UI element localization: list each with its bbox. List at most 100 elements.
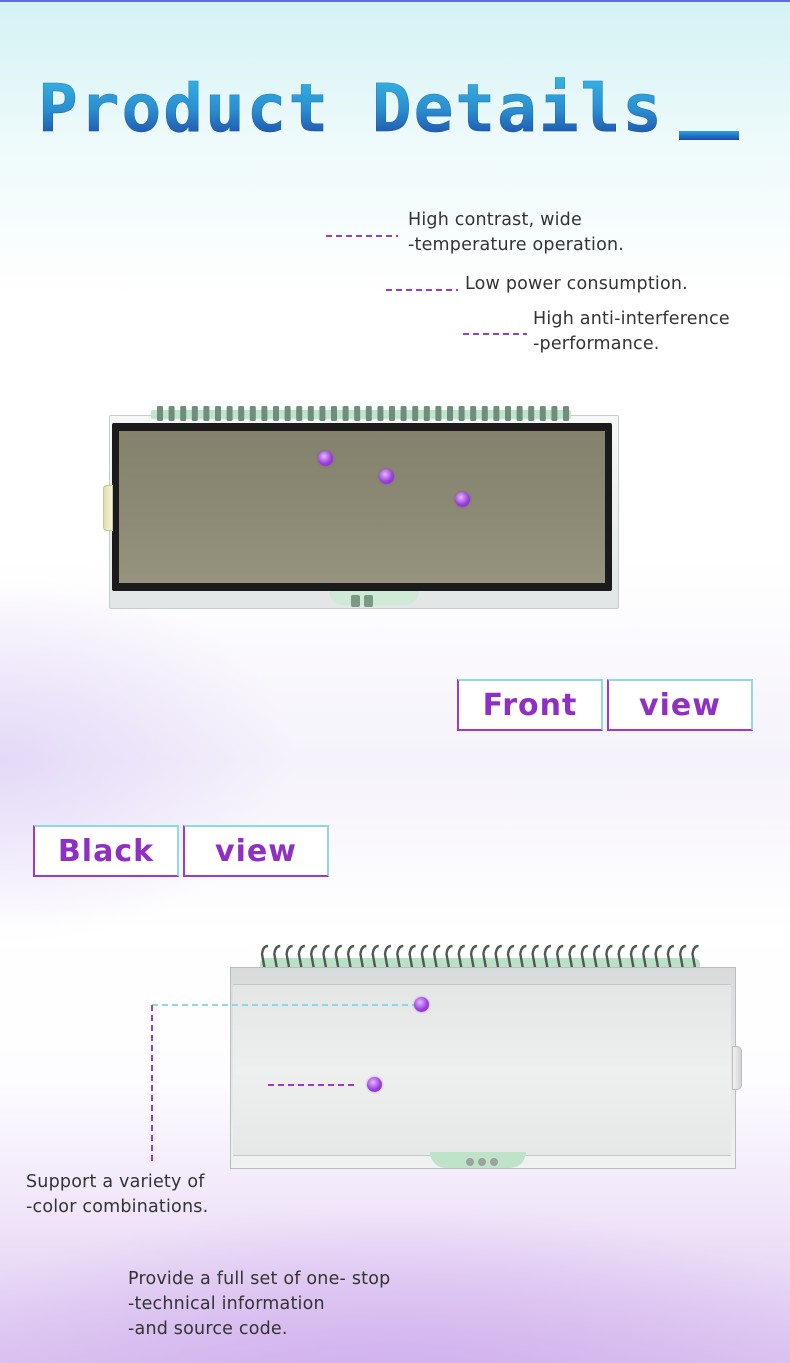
back-pin bbox=[617, 944, 625, 977]
black-view-label-word1: Black bbox=[57, 833, 155, 869]
front-pin bbox=[365, 406, 372, 421]
front-pin bbox=[505, 406, 511, 421]
front-pin bbox=[481, 406, 488, 421]
front-pin bbox=[226, 406, 233, 421]
lcd-front-pins bbox=[151, 406, 571, 421]
front-pin bbox=[551, 406, 558, 421]
back-pin bbox=[555, 944, 564, 977]
front-pin bbox=[307, 406, 314, 421]
back-pin bbox=[383, 944, 392, 977]
front-pin bbox=[423, 406, 430, 421]
back-pin bbox=[666, 944, 675, 977]
back-pin bbox=[260, 944, 269, 977]
back-pin bbox=[322, 944, 330, 977]
callout-front-power: Low power consumption. bbox=[465, 272, 688, 297]
callout-front-interference-line2: -performance. bbox=[533, 334, 660, 354]
black-view-label-box-1: Black bbox=[33, 825, 179, 877]
back-pin bbox=[494, 944, 502, 977]
front-pin bbox=[528, 406, 535, 421]
front-pin bbox=[400, 406, 407, 421]
back-pin bbox=[568, 944, 576, 977]
front-pin bbox=[157, 406, 163, 421]
front-pin bbox=[261, 406, 268, 421]
back-pin bbox=[346, 944, 355, 977]
callout-back-color-line1: Support a variety of bbox=[26, 1172, 205, 1192]
back-pin bbox=[580, 944, 588, 977]
lcd-back-bottom-tab bbox=[430, 1152, 526, 1168]
front-pin bbox=[238, 406, 245, 421]
front-pin bbox=[249, 406, 256, 421]
back-pin bbox=[678, 944, 687, 977]
callout-back-color: Support a variety of -color combinations… bbox=[26, 1170, 208, 1220]
front-pin bbox=[191, 406, 198, 421]
front-view-label-box-2: view bbox=[607, 679, 753, 731]
back-pin bbox=[543, 944, 552, 977]
black-view-label: Black view bbox=[33, 825, 329, 877]
callout-back-info-line3: -and source code. bbox=[128, 1319, 288, 1339]
front-pin bbox=[331, 406, 337, 421]
front-pin bbox=[377, 406, 384, 421]
callout-back-info: Provide a full set of one- stop -technic… bbox=[128, 1267, 390, 1342]
front-pin bbox=[447, 406, 453, 421]
front-pin bbox=[168, 406, 175, 421]
lcd-front-screen bbox=[119, 431, 605, 583]
front-pin bbox=[284, 406, 291, 421]
back-pin bbox=[506, 944, 515, 977]
top-border-line bbox=[0, 0, 790, 2]
front-pin bbox=[180, 406, 187, 421]
back-pin bbox=[396, 944, 404, 977]
back-pin bbox=[285, 944, 293, 977]
back-pin bbox=[334, 944, 342, 977]
black-view-label-word2: view bbox=[215, 833, 297, 869]
front-pin bbox=[203, 406, 210, 421]
lcd-back-bottom-pins bbox=[466, 1158, 498, 1166]
front-view-label-box-1: Front bbox=[457, 679, 603, 731]
front-pin bbox=[435, 406, 442, 421]
front-pin bbox=[412, 406, 419, 421]
marker-dot-front-3 bbox=[455, 492, 470, 507]
front-pin bbox=[273, 406, 279, 421]
front-view-label: Front view bbox=[457, 679, 753, 731]
back-pin bbox=[605, 944, 613, 977]
back-pin bbox=[309, 944, 318, 977]
back-pin bbox=[629, 944, 638, 977]
front-pin bbox=[296, 406, 303, 421]
back-pin bbox=[445, 944, 453, 977]
callout-front-power-line1: Low power consumption. bbox=[465, 274, 688, 294]
back-pin bbox=[642, 944, 650, 977]
lcd-back-side-clip bbox=[732, 1046, 742, 1090]
lcd-front-image bbox=[103, 403, 619, 609]
front-pin bbox=[354, 406, 361, 421]
marker-dot-front-2 bbox=[379, 469, 394, 484]
callout-front-interference-line1: High anti-interference bbox=[533, 309, 730, 329]
back-pin bbox=[469, 944, 478, 977]
callout-front-interference: High anti-interference -performance. bbox=[533, 307, 730, 357]
marker-dot-back-2 bbox=[367, 1077, 382, 1092]
back-pin bbox=[531, 944, 539, 977]
lcd-front-bottom-pins bbox=[351, 595, 373, 607]
lcd-back-surface bbox=[233, 984, 731, 1156]
back-pin bbox=[592, 944, 601, 977]
front-pin bbox=[342, 406, 349, 421]
marker-dot-front-1 bbox=[318, 451, 333, 466]
front-pin bbox=[493, 406, 500, 421]
callout-back-color-line2: -color combinations. bbox=[26, 1197, 209, 1217]
back-pin bbox=[371, 944, 379, 977]
front-pin bbox=[470, 406, 477, 421]
callout-back-info-line1: Provide a full set of one- stop bbox=[128, 1269, 391, 1289]
page-title: Product Details bbox=[38, 70, 665, 147]
back-pin bbox=[654, 944, 662, 977]
front-pin bbox=[389, 406, 395, 421]
front-view-label-word2: view bbox=[639, 687, 721, 723]
back-pin bbox=[273, 944, 281, 977]
back-pin bbox=[519, 944, 527, 977]
back-pin bbox=[408, 944, 416, 977]
front-pin bbox=[215, 406, 221, 421]
lcd-back-image bbox=[230, 940, 742, 1169]
back-pin bbox=[482, 944, 490, 977]
front-view-label-word1: Front bbox=[482, 687, 578, 723]
marker-dot-back-1 bbox=[414, 997, 429, 1012]
front-pin bbox=[539, 406, 546, 421]
back-pin bbox=[432, 944, 441, 977]
